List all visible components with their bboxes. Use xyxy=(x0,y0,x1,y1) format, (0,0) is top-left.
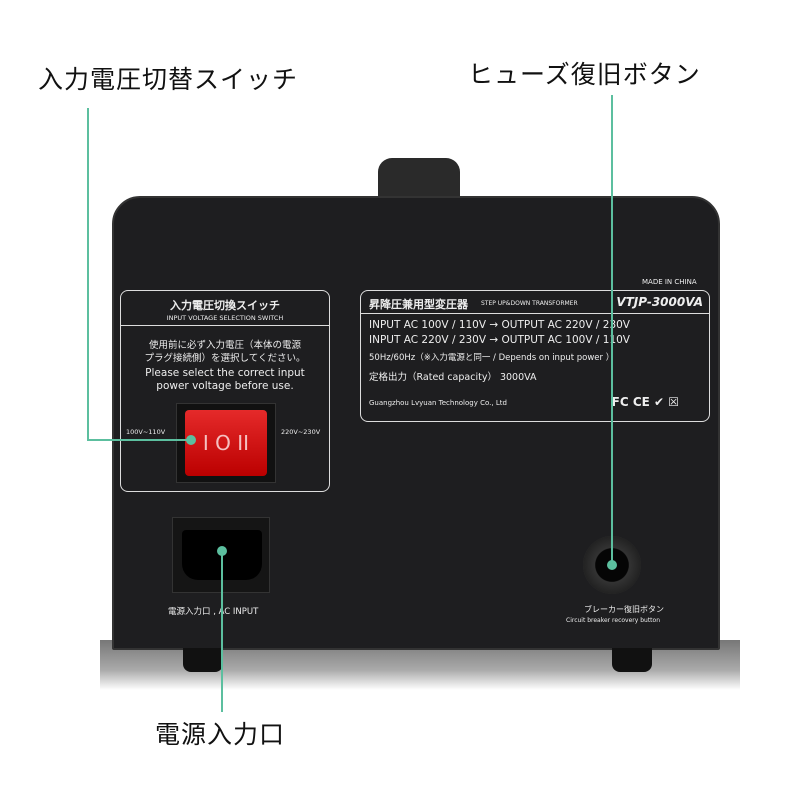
ac-callout-line xyxy=(221,550,223,712)
company-name: Guangzhou Lvyuan Technology Co., Ltd xyxy=(369,399,507,407)
breaker-label-en: Circuit breaker recovery button xyxy=(566,617,661,624)
fuse-callout-line xyxy=(611,95,613,565)
switch-callout-line-h xyxy=(87,439,192,441)
switch-title-en: INPUT VOLTAGE SELECTION SWITCH xyxy=(166,314,284,322)
switch-callout-line xyxy=(87,108,89,441)
rating-label: 昇降圧兼用型変圧器 STEP UP&DOWN TRANSFORMER VTJP-… xyxy=(360,290,710,422)
ac-callout-dot xyxy=(217,546,227,556)
right-voltage-label: 220V~230V xyxy=(281,428,321,436)
spec-line-3: 50Hz/60Hz（※入力電源と同一 / Depends on input po… xyxy=(369,353,615,363)
left-voltage-label: 100V~110V xyxy=(126,428,166,436)
right-foot xyxy=(612,648,652,672)
fuse-callout-label: ヒューズ復旧ボタン xyxy=(468,60,701,89)
note-en-1: Please select the correct input xyxy=(145,367,305,379)
switch-callout-label: 入力電圧切替スイッチ xyxy=(38,65,299,94)
voltage-rocker-switch[interactable]: I O II xyxy=(185,410,267,476)
made-in-china: MADE IN CHINA xyxy=(642,278,697,286)
fuse-callout-dot xyxy=(607,560,617,570)
left-foot xyxy=(183,648,223,672)
ac-input-label: 電源入力口 , AC INPUT xyxy=(168,607,259,617)
switch-callout-dot xyxy=(186,435,196,445)
note-jp-2: プラグ接続側）を選択してください。 xyxy=(144,353,306,364)
spec-line-2: INPUT AC 220V / 230V → OUTPUT AC 100V / … xyxy=(369,334,630,346)
ac-callout-label: 電源入力口 xyxy=(155,720,286,749)
spec-line-1: INPUT AC 100V / 110V → OUTPUT AC 220V / … xyxy=(369,319,630,331)
breaker-label-jp: ブレーカー復旧ボタン xyxy=(584,605,664,614)
label-title-jp: 昇降圧兼用型変圧器 xyxy=(369,298,468,311)
certification-marks: FC CE ✔ ☒ xyxy=(611,395,679,409)
note-jp-1: 使用前に必ず入力電圧（本体の電源 xyxy=(148,340,301,351)
note-en-2: power voltage before use. xyxy=(156,380,294,392)
switch-title-jp: 入力電圧切換スイッチ xyxy=(170,299,280,312)
label-title-en: STEP UP&DOWN TRANSFORMER xyxy=(481,300,578,307)
switch-panel: 入力電圧切換スイッチ INPUT VOLTAGE SELECTION SWITC… xyxy=(120,290,330,492)
model-number: VTJP-3000VA xyxy=(616,295,703,309)
spec-line-4: 定格出力（Rated capacity） 3000VA xyxy=(369,372,537,383)
